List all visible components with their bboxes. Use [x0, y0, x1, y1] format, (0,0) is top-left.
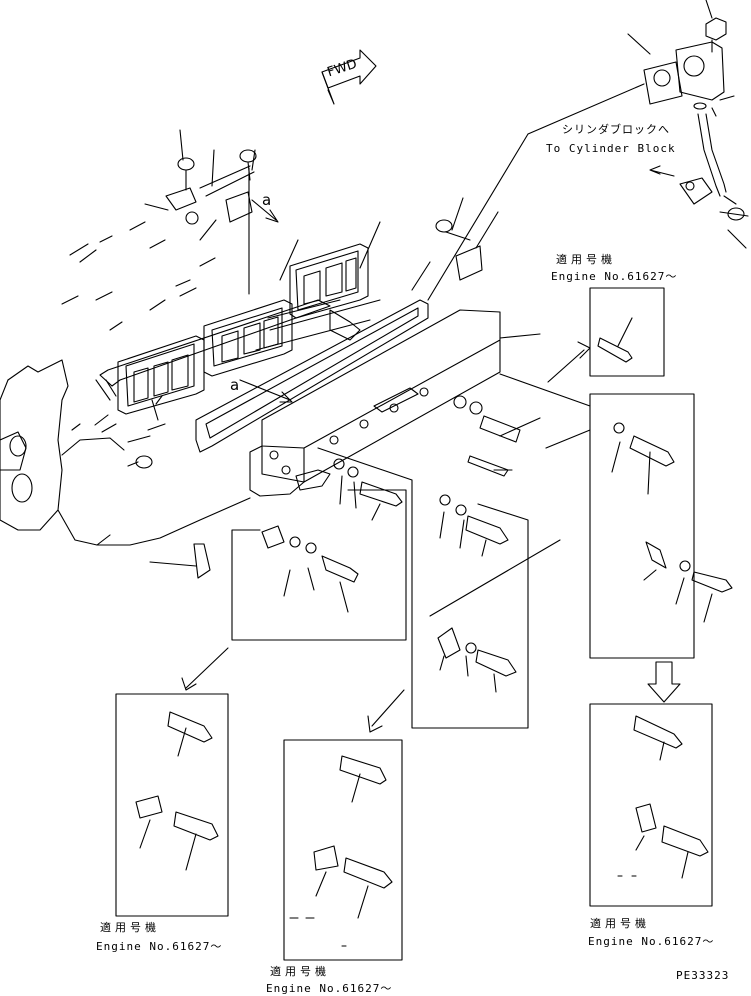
applicable-jp-top: 適用号機 [556, 253, 616, 266]
engine-no-bottom-center: Engine No.61627～ [266, 982, 393, 995]
bolt-set-box-right [499, 373, 733, 659]
bolt-box-engine-no [547, 287, 665, 383]
water-pipe-assembly [427, 0, 749, 301]
manifold-gasket [195, 299, 429, 453]
engine-no-bottom-right: Engine No.61627～ [588, 935, 715, 948]
bolt-box-bottom-right [589, 661, 713, 907]
bolt-set-box-2 [429, 494, 561, 693]
engine-block [0, 221, 251, 546]
bolt-box-bottom-center [283, 689, 405, 961]
applicable-jp-bottom-center: 適用号機 [270, 965, 330, 978]
part-code-label: PE33323 [676, 969, 730, 982]
bolt-set-box-1 [193, 447, 529, 729]
engine-no-top: Engine No.61627～ [551, 270, 678, 283]
rocker-cover-assembly [95, 243, 369, 415]
applicable-jp-bottom-left: 適用号機 [100, 921, 160, 934]
cylinder-block-jp-label: シリンダブロックへ [562, 123, 670, 136]
bolt-box-bottom-left [115, 647, 229, 917]
cylinder-block-en-label: To Cylinder Block [546, 142, 676, 155]
intake-manifold-body [249, 309, 521, 497]
leader-lines [127, 129, 541, 567]
engine-no-bottom-left: Engine No.61627～ [96, 940, 223, 953]
bracket-and-bolts-upper [135, 149, 483, 469]
callout-a-label-1: a [262, 191, 272, 209]
fwd-arrow [321, 49, 377, 105]
callout-a-arrows [239, 199, 293, 403]
applicable-jp-bottom-right: 適用号機 [590, 917, 650, 930]
callout-a-label-2: a [230, 376, 240, 394]
